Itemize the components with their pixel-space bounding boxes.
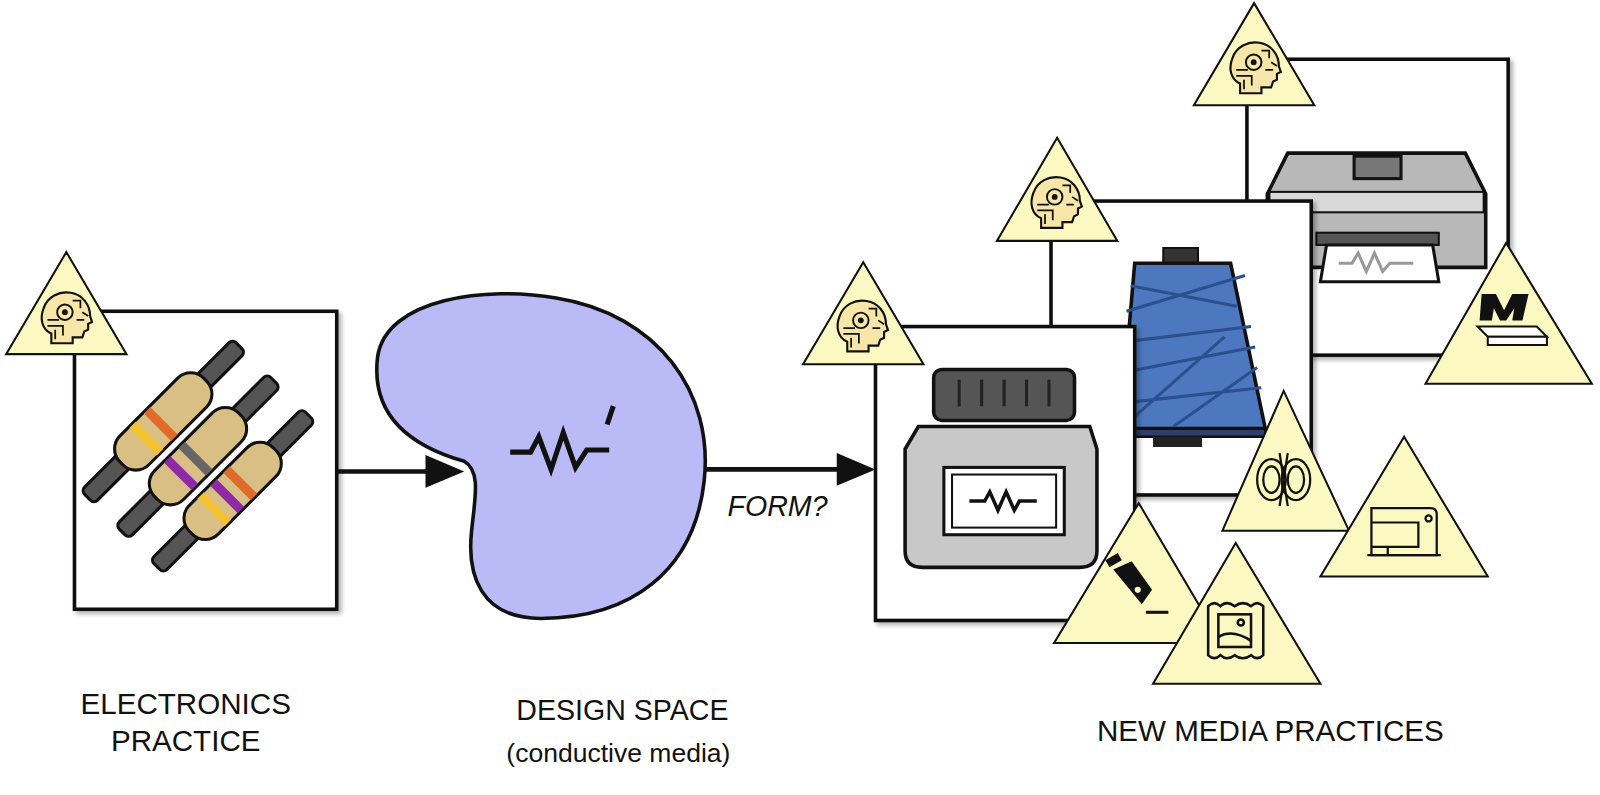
node-caption: (conductive media) [506,737,730,770]
node-caption: NEW MEDIA PRACTICES [1097,713,1444,750]
edge-label: FORM? [725,490,831,523]
media-box: NEW MEDIA PRACTICES [876,327,1135,621]
node-caption: ELECTRONICS PRACTICE [58,686,313,760]
node-caption: DESIGN SPACE [516,693,728,729]
design-space-blob: DESIGN SPACE(conductive media) [376,291,707,620]
flow-arrow [337,455,465,488]
electronics-box: ELECTRONICS PRACTICE [74,311,336,609]
flow-arrow [706,453,875,486]
